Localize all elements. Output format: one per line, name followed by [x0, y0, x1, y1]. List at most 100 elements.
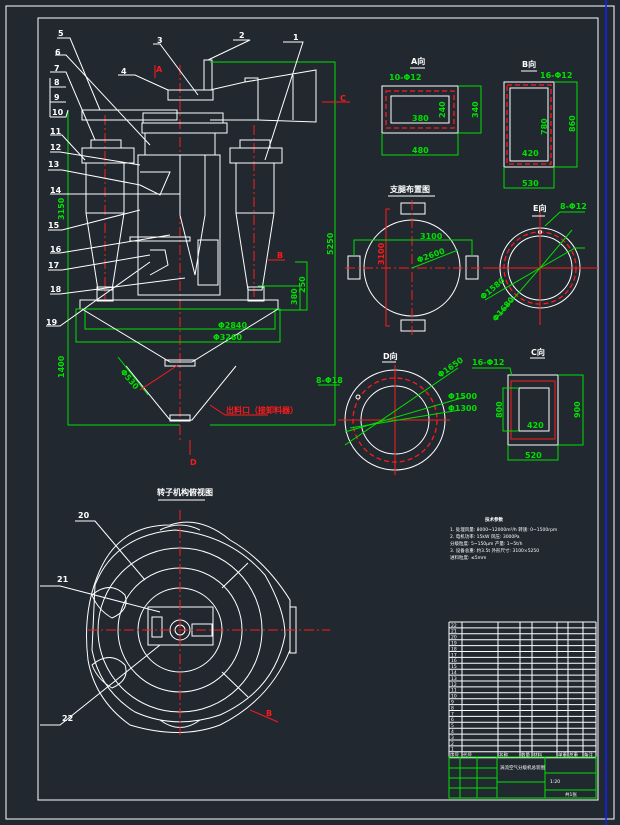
view-d	[338, 361, 466, 475]
view-d-d3: Φ1300	[448, 404, 478, 413]
view-top-span-x: 3100	[420, 232, 443, 241]
part-number: 16	[50, 245, 62, 254]
view-b-inner-h: 780	[540, 118, 549, 135]
section-mark-d: D	[190, 458, 197, 467]
plan-view-title: 转子机构俯视图	[157, 487, 213, 497]
main-elevation-view	[67, 59, 350, 455]
plan-section-mark-b: B	[266, 709, 272, 718]
dim-flange-holes: 8-Φ18	[316, 376, 343, 385]
part-number: 18	[50, 285, 62, 294]
table-header-cell: 序号	[450, 752, 459, 759]
table-row-number: 20	[451, 635, 457, 641]
table-row-number: 17	[451, 652, 457, 658]
view-top-diameter: Φ2600	[416, 246, 447, 265]
note-line: 3. 设备总重: 约3.5t 外形尺寸: 3100×5250	[450, 547, 539, 554]
part-number: 14	[50, 186, 62, 195]
table-row-number: 9	[451, 700, 454, 706]
note-line: 1. 处理风量: 8000~12000m³/h 转速: 0~1500rpm	[450, 526, 557, 533]
table-row-number: 4	[451, 729, 454, 735]
table-row-number: 7	[451, 711, 454, 717]
note-line: 分级粒度: 5~150μm 产量: 1~5t/h	[450, 540, 523, 547]
table-row-number: 19	[451, 641, 457, 647]
view-d-d1: Φ1650	[436, 355, 465, 379]
view-a-inner-h: 240	[438, 101, 447, 118]
table-row-number: 22	[451, 623, 457, 629]
part-number: 8	[54, 78, 60, 87]
part-number: 17	[48, 261, 59, 270]
table-row-number: 8	[451, 705, 454, 711]
part-number: 5	[58, 29, 64, 38]
table-header-cell: 总重	[569, 752, 578, 759]
inner-frame	[37, 17, 599, 801]
table-row-number: 10	[451, 694, 457, 700]
view-c-width: 520	[525, 451, 542, 460]
part-number: 4	[121, 67, 127, 76]
table-header-cell: 材料	[533, 752, 542, 759]
view-b-height: 860	[568, 115, 577, 132]
outlet-note: 出料口（接卸料器）	[226, 405, 298, 415]
part-numbers: 1 2 3 4 5 6 7 8 9 10 11 12 13 14 15 16 1…	[46, 29, 299, 723]
view-b-holes: 16-Φ12	[540, 71, 572, 80]
view-e	[483, 210, 598, 325]
section-mark-c: C	[340, 94, 346, 103]
table-row-number: 2	[451, 741, 454, 747]
part-number: 15	[48, 221, 60, 230]
table-header-cell: 名称	[499, 752, 508, 759]
dim-d-inner: Φ2840	[218, 321, 248, 330]
view-e-d1: Φ1580	[479, 276, 507, 302]
view-top-span-y: 3100	[377, 242, 386, 265]
dim-h1: 250	[298, 276, 307, 293]
note-line: 进料粒度: ≤5mm	[450, 554, 486, 561]
view-c-title: C向	[531, 347, 545, 357]
dim-height-left: 3150	[57, 197, 66, 220]
view-a-holes: 10-Φ12	[389, 73, 421, 82]
part-leaders	[40, 37, 304, 726]
view-b-width: 530	[522, 179, 539, 188]
view-a-width: 480	[412, 146, 429, 155]
view-e-holes: 8-Φ12	[560, 202, 587, 211]
view-a-inner-w: 380	[412, 114, 429, 123]
table-header-cell: 备注	[584, 752, 593, 759]
part-number: 3	[157, 36, 163, 45]
table-row-number: 21	[451, 629, 457, 635]
title-block: 涡流空气分级机总装图 1:20 共1张	[448, 756, 597, 799]
part-number: 7	[54, 64, 60, 73]
table-header-cell: 代号	[463, 752, 472, 759]
dim-cone-height: 1400	[57, 355, 66, 378]
dim-height-total: 5250	[326, 232, 335, 255]
part-number: 2	[239, 31, 245, 40]
part-number: 10	[52, 108, 64, 117]
part-number: 11	[50, 127, 62, 136]
part-number: 9	[54, 93, 60, 102]
view-top-title: 支腿布置图	[389, 184, 430, 194]
plan-view	[86, 499, 330, 735]
view-d-d2: Φ1500	[448, 392, 478, 401]
table-row-number: 11	[451, 688, 457, 694]
outer-frame	[5, 5, 615, 820]
table-row-number: 1	[451, 747, 454, 753]
section-mark-a: A	[156, 65, 163, 74]
view-b	[503, 70, 578, 189]
view-top-supports	[345, 195, 480, 335]
view-d-title: D向	[383, 351, 398, 361]
table-row-number: 15	[451, 664, 457, 670]
part-number: 22	[62, 714, 73, 723]
view-b-inner-w: 420	[522, 149, 539, 158]
part-number: 6	[55, 48, 61, 57]
part-number: 12	[50, 143, 61, 152]
notes-title: 技术参数	[485, 516, 503, 523]
part-number: 1	[293, 33, 299, 42]
dim-h2: 380	[290, 288, 299, 305]
view-c-inner-h: 800	[495, 401, 504, 418]
technical-notes: 技术参数 1. 处理风量: 8000~12000m³/h 转速: 0~1500r…	[450, 516, 557, 561]
table-row-number: 3	[451, 735, 454, 741]
table-row-number: 6	[451, 717, 454, 723]
view-a	[381, 67, 482, 156]
part-number: 20	[78, 511, 90, 520]
drawing-scale: 1:20	[550, 779, 560, 785]
dim-d-outer: Φ3260	[213, 333, 243, 342]
table-header-cell: 数量	[521, 752, 530, 759]
view-c-inner-w: 420	[527, 421, 544, 430]
part-number: 21	[57, 575, 69, 584]
part-number: 19	[46, 318, 58, 327]
